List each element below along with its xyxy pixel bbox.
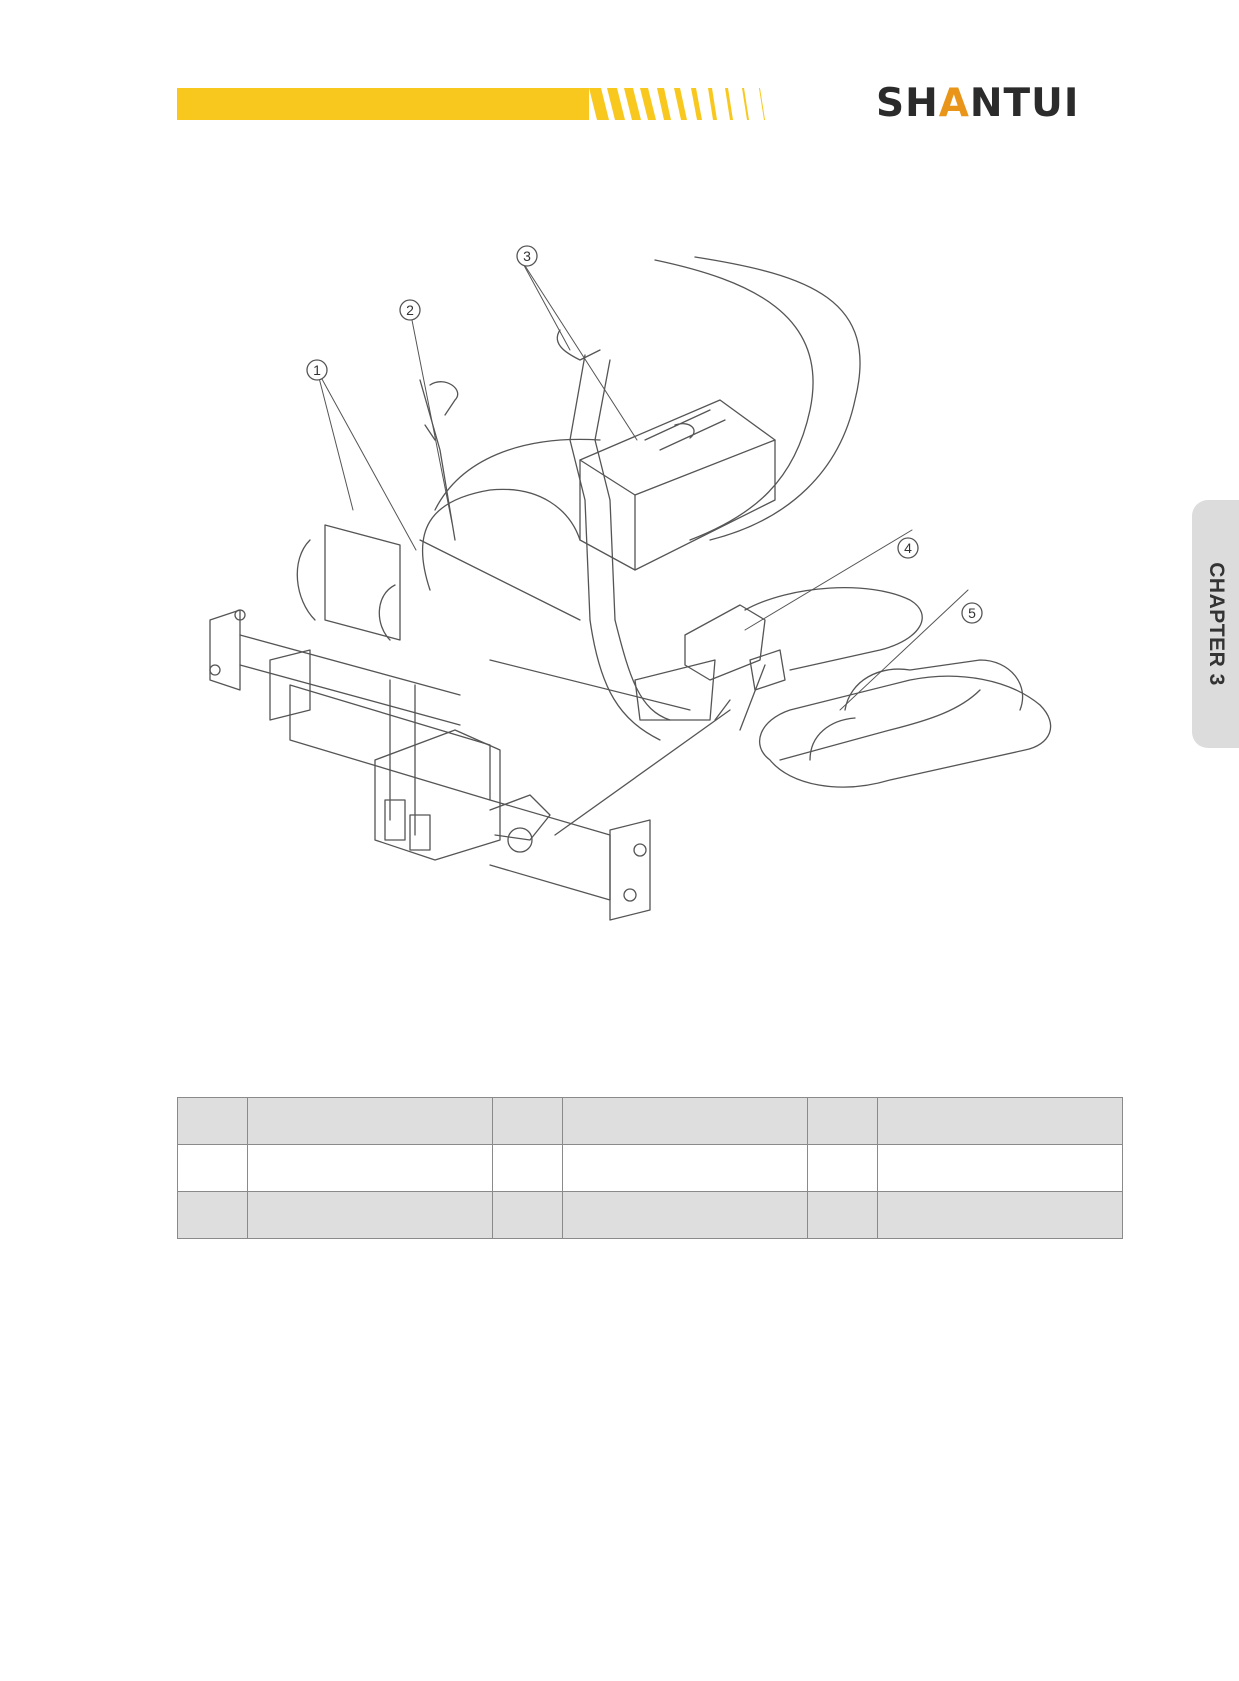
table-row	[177, 1097, 1123, 1145]
callout-5: 5	[961, 602, 983, 624]
table-cell	[807, 1097, 878, 1145]
table-cell	[807, 1191, 878, 1239]
callout-leaders	[316, 257, 969, 711]
svg-text:1: 1	[313, 362, 321, 378]
table-cell	[247, 1191, 493, 1239]
table-cell	[877, 1144, 1123, 1192]
svg-text:5: 5	[968, 605, 976, 621]
control-levers	[419, 329, 731, 836]
brand-logo: SHANTUI	[876, 81, 1080, 126]
table-cell	[177, 1097, 248, 1145]
seat-backrest	[434, 256, 861, 541]
table-cell	[492, 1144, 563, 1192]
armrest-console	[421, 399, 923, 671]
table-cell	[177, 1191, 248, 1239]
left-linkage-assembly	[209, 524, 651, 921]
callout-4: 4	[897, 537, 919, 559]
chapter-label: CHAPTER 3	[1204, 562, 1228, 686]
callout-3: 3	[516, 245, 538, 267]
table-cell	[807, 1144, 878, 1192]
table-cell	[562, 1097, 808, 1145]
callout-2: 2	[399, 299, 421, 321]
table-cell	[562, 1144, 808, 1192]
svg-text:3: 3	[523, 248, 531, 264]
table-cell	[492, 1191, 563, 1239]
table-cell	[877, 1097, 1123, 1145]
table-cell	[562, 1191, 808, 1239]
seat-base	[759, 659, 1052, 788]
table-cell	[247, 1097, 493, 1145]
pedal-assembly	[634, 604, 786, 731]
header-stripe-bar	[177, 88, 765, 120]
table-row	[177, 1191, 1123, 1239]
parts-table	[177, 1097, 1123, 1239]
callout-1: 1	[306, 359, 328, 381]
svg-text:4: 4	[904, 540, 912, 556]
table-cell	[177, 1144, 248, 1192]
control-linkage-illustration: 1 2 3 4 5	[190, 240, 1090, 1000]
svg-text:2: 2	[406, 302, 414, 318]
table-row	[177, 1144, 1123, 1192]
chapter-tab[interactable]: CHAPTER 3	[1192, 500, 1239, 748]
table-cell	[492, 1097, 563, 1145]
table-cell	[877, 1191, 1123, 1239]
logo-accent-letter: A	[938, 81, 970, 126]
table-cell	[247, 1144, 493, 1192]
